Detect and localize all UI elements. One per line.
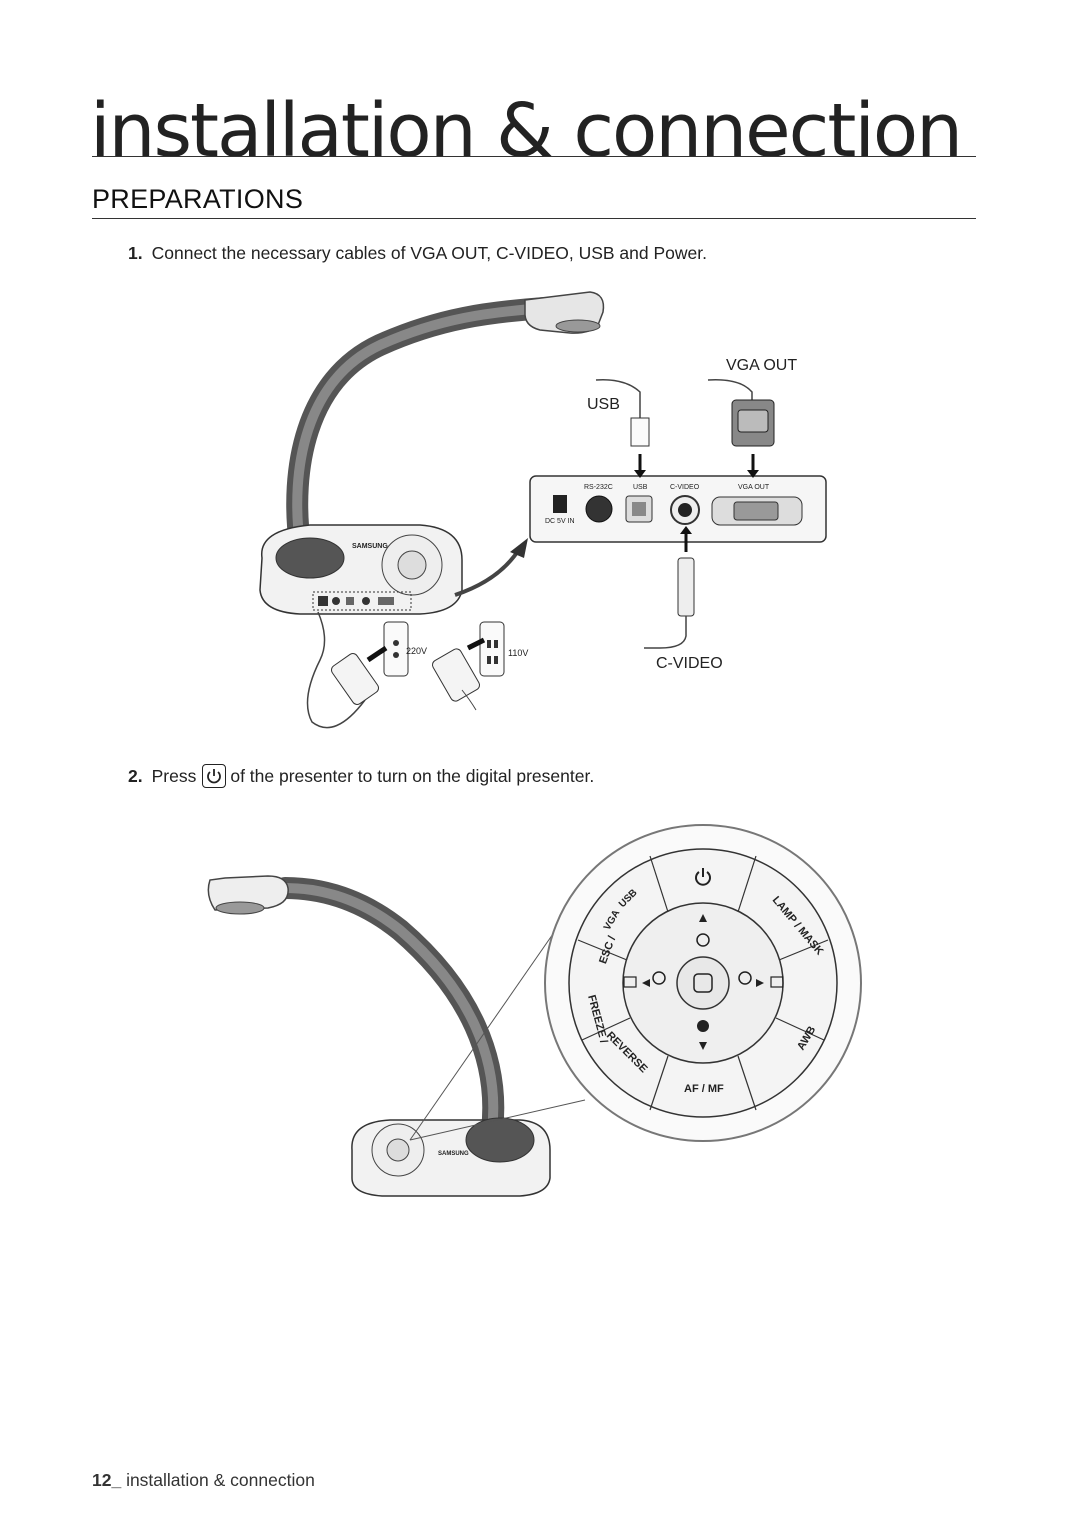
step-text: Connect the necessary cables of VGA OUT,… [151,243,707,263]
adapter-220v-icon: 220V [330,621,427,705]
label-220v: 220V [406,646,427,656]
connection-diagram: SAMSUNG 220V 110V RS-232C USB C-VIDEO VG… [259,291,827,729]
section-rule [92,218,976,219]
step-text-pre: Press [151,765,197,786]
step-number: 1. [128,243,143,263]
chapter-title: installation & connection [90,88,963,174]
cable-label-usb: USB [587,396,620,413]
chapter-rule [92,156,976,157]
cable-label-c-video: C-VIDEO [656,655,723,672]
step-number: 2. [128,765,143,786]
panel-label-rs232c: RS-232C [584,484,613,491]
step-1: 1. Connect the necessary cables of VGA O… [128,243,707,264]
panel-label-cvideo: C-VIDEO [670,484,700,491]
control-panel-diagram: SAMSUNG ESC / VGA USB LAMP / MASK FREEZE… [207,824,862,1197]
section-title: PREPARATIONS [92,184,304,214]
cable-label-vga-out: VGA OUT [726,357,797,374]
panel-label-dc: DC 5V IN [545,518,575,525]
adapter-110v-icon: 110V [431,621,528,711]
footer-text: installation & connection [121,1470,315,1490]
step-text-post: of the presenter to turn on the digital … [230,765,595,786]
label-110v: 110V [508,648,528,658]
base-brand-label: SAMSUNG [352,543,388,550]
panel-label-usb: USB [633,484,648,491]
base-brand-label: SAMSUNG [438,1151,469,1157]
panel-label-vgaout: VGA OUT [738,484,770,491]
footer: 12_ installation & connection [92,1470,315,1491]
power-button-icon [202,764,227,788]
dial-label-af-mf: AF / MF [684,1083,724,1095]
page-number: 12_ [92,1470,122,1490]
step-2: 2. Press of the presenter to turn on the… [128,764,594,788]
